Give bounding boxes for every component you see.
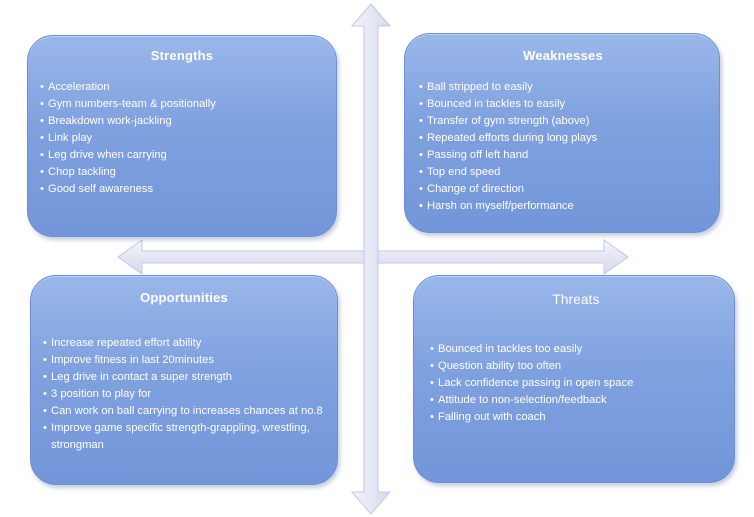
list-item: Good self awareness: [40, 181, 324, 198]
list-item: Falling out with coach: [430, 409, 722, 426]
list-item: Chop tackling: [40, 164, 324, 181]
weaknesses-title: Weaknesses: [523, 48, 603, 63]
list-item: Harsh on myself/performance: [419, 198, 707, 215]
threats-list: Bounced in tackles too easily Question a…: [430, 341, 722, 426]
list-item: Improve fitness in last 20minutes: [43, 352, 325, 369]
strengths-list: Acceleration Gym numbers-team & position…: [40, 79, 324, 198]
strengths-title: Strengths: [150, 48, 214, 63]
opportunities-list: Increase repeated effort ability Improve…: [43, 335, 325, 454]
list-item: 3 position to play for: [43, 386, 325, 403]
list-item: Leg drive in contact a super strength: [43, 369, 325, 386]
list-item: Bounced in tackles too easily: [430, 341, 722, 358]
list-item: Question ability too often: [430, 358, 722, 375]
list-item: Link play: [40, 130, 324, 147]
list-item: Gym numbers-team & positionally: [40, 96, 324, 113]
list-item: Transfer of gym strength (above): [419, 113, 707, 130]
list-item: Bounced in tackles to easily: [419, 96, 707, 113]
opportunities-title: Opportunities: [140, 290, 228, 305]
weaknesses-box: Weaknesses Ball stripped to easily Bounc…: [404, 33, 720, 233]
list-item: Change of direction: [419, 181, 707, 198]
threats-box: Threats Bounced in tackles too easily Qu…: [413, 275, 735, 483]
list-item: Top end speed: [419, 164, 707, 181]
list-item: Improve game specific strength-grappling…: [43, 420, 325, 454]
list-item: Passing off left hand: [419, 147, 707, 164]
list-item: Ball stripped to easily: [419, 79, 707, 96]
strengths-box: Strengths Acceleration Gym numbers-team …: [27, 35, 337, 237]
list-item: Repeated efforts during long plays: [419, 130, 707, 147]
list-item: Increase repeated effort ability: [43, 335, 325, 352]
opportunities-box: Opportunities Increase repeated effort a…: [30, 275, 338, 485]
list-item: Can work on ball carrying to increases c…: [43, 403, 325, 420]
list-item: Leg drive when carrying: [40, 147, 324, 164]
threats-title: Threats: [552, 292, 600, 307]
list-item: Breakdown work-jackling: [40, 113, 324, 130]
vertical-axis-arrow: [350, 3, 392, 515]
list-item: Attitude to non-selection/feedback: [430, 392, 722, 409]
list-item: Lack confidence passing in open space: [430, 375, 722, 392]
weaknesses-list: Ball stripped to easily Bounced in tackl…: [419, 79, 707, 215]
list-item: Acceleration: [40, 79, 324, 96]
